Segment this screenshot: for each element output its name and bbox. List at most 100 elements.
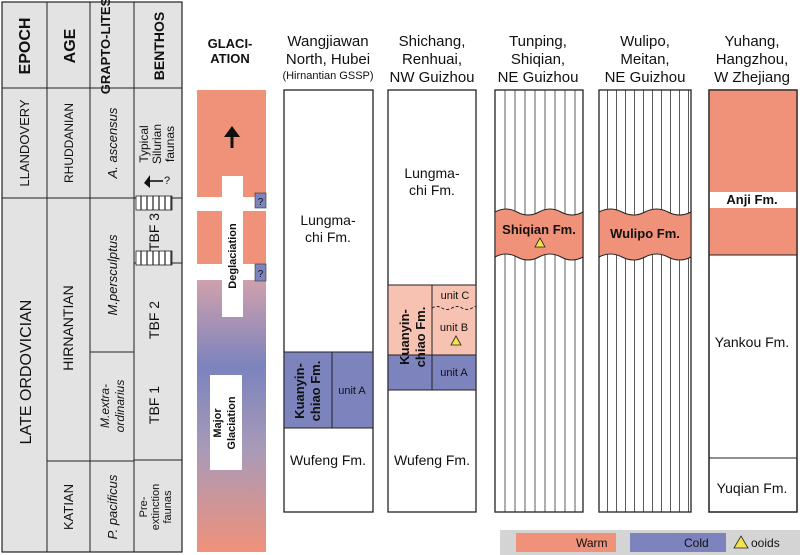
section-yuhang: Yuhang, Hangzhou, W Zhejiang Anji Fm. Ya… — [708, 33, 798, 513]
legend-ooid-icon — [733, 535, 749, 549]
benthos-tbf2: TBF 2 — [146, 301, 162, 339]
wangjiawan-title-line2: North, Hubei — [286, 51, 370, 68]
wangjiawan-wufeng: Wufeng Fm. — [290, 452, 366, 468]
tunping-shiqian-label: Shiqian Fm. — [502, 222, 576, 237]
section-wulipo: Wulipo, Meitan, NE Guizhou Wulipo Fm. — [598, 33, 692, 513]
benthos-silurian-line2: Silurian — [150, 124, 164, 164]
glaciation-query-bottom: ? — [258, 269, 264, 280]
shichang-lungmachi-line1: Lungma- — [404, 165, 460, 181]
yuhang-title-line1: Yuhang, — [724, 33, 779, 50]
grapto-extraordinarius-line2: ordinarius — [113, 380, 127, 433]
glaciation-cold-marker-top — [254, 192, 267, 209]
header-graptolites: GRAPTO-LITES — [98, 0, 113, 94]
yuhang-anji-lower — [709, 208, 797, 255]
glaciation-cold-marker-bottom — [254, 263, 267, 282]
glaciation-query-top: ? — [258, 197, 264, 208]
age-katian: KATIAN — [61, 484, 76, 530]
glaciation-title-line1: GLACI- — [208, 36, 253, 51]
warming-arrow-head — [224, 126, 240, 137]
wulipo-formation-block — [598, 208, 692, 261]
strat-chart-bg — [1, 1, 183, 553]
glaciation-notch-top — [222, 176, 243, 198]
tbf3-hatch-top — [135, 195, 173, 211]
tunping-title-line1: Tunping, — [509, 33, 567, 50]
major-glaciation-label-line2: Glaciation — [226, 396, 238, 449]
age-hirnantian: HIRNANTIAN — [60, 285, 76, 371]
legend-cold-swatch — [630, 533, 726, 552]
shichang-unit-c: unit C — [441, 290, 470, 302]
wulipo-column — [598, 89, 692, 513]
yuhang-title-line3: W Zhejiang — [714, 69, 790, 86]
section-wangjiawan: Wangjiawan North, Hubei (Hirnantian GSSP… — [282, 33, 374, 513]
glaciation-title-line2: ATION — [210, 51, 249, 66]
legend-warm-swatch — [516, 533, 616, 552]
shichang-kuanyinchiao-line2: chiao Fm. — [413, 307, 428, 368]
yuhang-anji-upper — [709, 90, 797, 192]
wangjiawan-lungmachi-line2: chi Fm. — [305, 229, 351, 245]
wangjiawan-kuanyinchiao-line1: Kuanyin- — [292, 363, 307, 419]
section-tunping: Tunping, Shiqian, NE Guizhou Shiqian Fm. — [494, 33, 584, 513]
wulipo-title-line1: Wulipo, — [620, 33, 670, 50]
wulipo-formation-label: Wulipo Fm. — [610, 226, 680, 241]
yuhang-yuqian-label: Yuqian Fm. — [717, 480, 788, 496]
benthos-pre-line2: extinction — [150, 484, 162, 530]
yuhang-yankou-label: Yankou Fm. — [715, 334, 789, 350]
strat-chart: EPOCH AGE GRAPTO-LITES BENTHOS LLANDOVER… — [1, 0, 183, 553]
wangjiawan-kuanyinchiao-block — [283, 351, 374, 429]
grapto-ascensus: A. ascensus — [105, 107, 120, 179]
wangjiawan-title-line3: (Hirnantian GSSP) — [282, 70, 373, 82]
epoch-llandovery: LLANDOVERY — [17, 99, 32, 187]
header-benthos: BENTHOS — [151, 12, 167, 80]
benthos-pre-line3: faunas — [162, 490, 174, 524]
tbf3-hatch-bottom — [135, 250, 173, 266]
shichang-unit-c-b-boundary — [431, 306, 477, 310]
shichang-wufeng: Wufeng Fm. — [394, 452, 470, 468]
tunping-shiqian-block — [494, 208, 584, 261]
tunping-title-line3: NE Guizhou — [498, 69, 579, 86]
wangjiawan-title-line1: Wangjiawan — [287, 33, 368, 50]
legend-cold-label: Cold — [684, 536, 709, 550]
wangjiawan-kuanyinchiao-line2: chiao Fm. — [308, 361, 323, 422]
deglaciation-label: Deglaciation — [227, 223, 239, 289]
deglaciation-band — [222, 196, 243, 317]
shichang-ooid-marker — [450, 335, 462, 346]
benthos-tbf3: TBF 3 — [146, 213, 162, 251]
shichang-kuanyinchiao-line1: Kuanyin- — [397, 309, 412, 365]
wulipo-title-line3: NE Guizhou — [605, 69, 686, 86]
shichang-title-line3: NW Guizhou — [389, 69, 474, 86]
yuhang-anji-label: Anji Fm. — [726, 192, 777, 207]
legend-ooids-label: ooids — [751, 536, 780, 550]
wangjiawan-unit-a: unit A — [338, 385, 366, 397]
yuhang-title-line2: Hangzhou, — [716, 51, 789, 68]
glaciation-column: GLACI- ATION ? ? Deglaciation Major Glac… — [197, 36, 267, 552]
yuhang-column-outline — [708, 89, 798, 513]
section-shichang: Shichang, Renhuai, NW Guizhou Lungma- ch… — [387, 33, 477, 513]
tunping-title-line2: Shiqian, — [511, 51, 565, 68]
legend-warm-label: Warm — [576, 536, 608, 550]
benthos-silurian-line3: faunas — [163, 126, 177, 162]
grapto-extraordinarius-line1: M.extra- — [98, 384, 112, 428]
shichang-title-line1: Shichang, — [399, 33, 466, 50]
wangjiawan-lungmachi-line1: Lungma- — [300, 212, 356, 228]
benthos-tbf1: TBF 1 — [146, 386, 162, 424]
tunping-column — [494, 89, 584, 513]
header-age: AGE — [62, 28, 79, 63]
epoch-late-ordovician: LATE ORDOVICIAN — [18, 300, 35, 445]
header-epoch: EPOCH — [17, 18, 34, 75]
benthos-pre-line1: Pre- — [138, 496, 150, 517]
major-glaciation-band — [210, 375, 242, 470]
wulipo-title-line2: Meitan, — [620, 51, 669, 68]
grapto-persculptus: M.persculptus — [105, 234, 120, 315]
tunping-ooid-marker — [534, 237, 546, 248]
shichang-lungmachi-line2: chi Fm. — [409, 182, 455, 198]
age-rhuddanian: RHUDDANIAN — [62, 103, 76, 183]
shichang-unit-b: unit B — [440, 322, 468, 334]
wangjiawan-column — [283, 89, 374, 513]
shichang-unit-a: unit A — [440, 367, 468, 379]
legend: Warm Cold ooids — [500, 530, 800, 555]
benthos-silurian-line1: Typical — [137, 125, 151, 162]
grapto-pacificus: P. pacificus — [105, 474, 120, 539]
benthos-query: ? — [164, 175, 170, 187]
